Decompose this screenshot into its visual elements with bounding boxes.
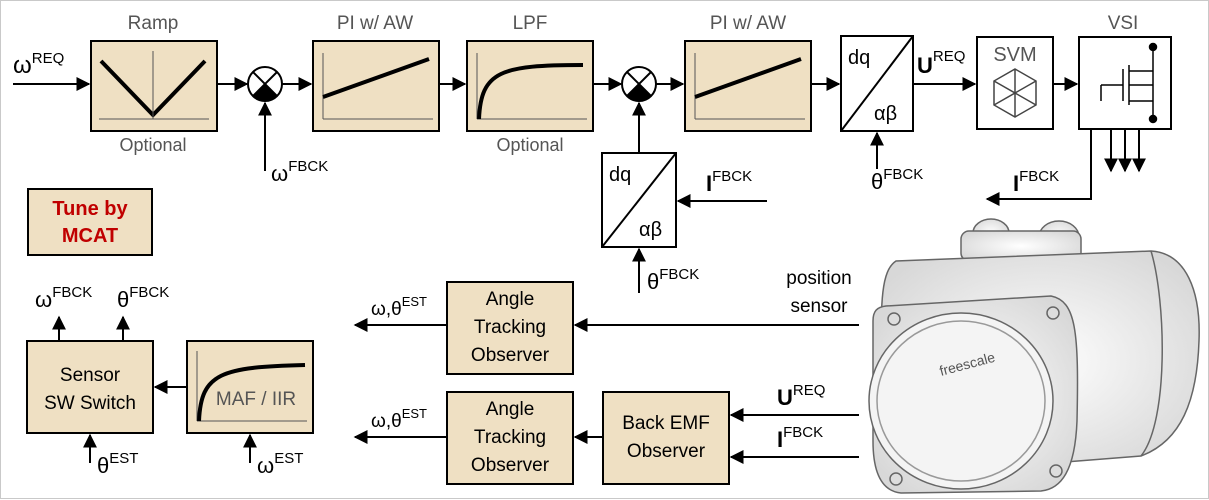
ato1-line-2: Tracking xyxy=(474,317,546,338)
ramp-block xyxy=(90,40,218,132)
maf-label: MAF / IIR xyxy=(216,389,296,410)
vsi-title: VSI xyxy=(1108,13,1139,34)
angle-tracking-observer-2 xyxy=(446,391,574,485)
park-bottom-dq: dq xyxy=(609,164,631,186)
park-bottom-ab: αβ xyxy=(639,219,662,241)
bemf-line-2: Observer xyxy=(627,441,706,462)
angle-tracking-observer-1 xyxy=(446,281,574,375)
tune-by-mcat-box xyxy=(27,188,153,256)
motor-image xyxy=(868,218,1200,494)
pi2-block xyxy=(684,40,812,132)
ato2-line-3: Observer xyxy=(471,455,550,476)
park-top-ab: αβ xyxy=(874,103,897,125)
switch-line-1: Sensor xyxy=(60,365,121,386)
i-fbck-vsi-arrow xyxy=(985,129,1092,206)
vsi-phase-outputs xyxy=(1104,129,1146,173)
back-emf-observer xyxy=(602,391,730,485)
theta-est-in-label: θEST xyxy=(97,450,138,478)
pi2-title: PI w/ AW xyxy=(710,13,786,34)
switch-line-2: SW Switch xyxy=(44,393,136,414)
pi1-title: PI w/ AW xyxy=(337,13,413,34)
theta-fbck-park-label: θFBCK xyxy=(647,266,699,294)
pi1-block xyxy=(312,40,440,132)
est-out-2-label: ω,θEST xyxy=(371,406,427,432)
tune-line-2: MCAT xyxy=(62,225,118,247)
position-sensor-line-1: position xyxy=(786,268,852,289)
ato2-line-1: Angle xyxy=(486,399,535,420)
park-diagonal xyxy=(840,35,914,132)
ramp-curve-icon xyxy=(99,51,209,120)
est-out-1-label: ω,θEST xyxy=(371,294,427,320)
bemf-line-1: Back EMF xyxy=(622,413,710,434)
theta-fbck-top-label: θFBCK xyxy=(871,166,923,194)
position-sensor-line-2: sensor xyxy=(790,296,848,317)
omega-fbck-label: ωFBCK xyxy=(271,158,328,186)
ato1-line-3: Observer xyxy=(471,345,550,366)
ramp-title: Ramp xyxy=(128,13,179,34)
pi2-curve-icon xyxy=(694,53,805,120)
ato2-line-2: Tracking xyxy=(474,427,546,448)
park2-diagonal xyxy=(601,152,677,248)
theta-fbck-out-label: θFBCK xyxy=(117,284,169,312)
park-top-dq: dq xyxy=(848,47,870,69)
maf-curve-icon xyxy=(196,351,307,422)
i-fbck-park-label: IFBCK xyxy=(706,168,752,196)
tune-line-1: Tune by xyxy=(52,198,128,220)
lpf-title: LPF xyxy=(513,13,548,34)
omega-req-label: ωREQ xyxy=(13,50,64,79)
u-req-bemf-label: UREQ xyxy=(777,382,825,410)
omega-fbck-out-label: ωFBCK xyxy=(35,284,92,312)
summing-junction-2 xyxy=(621,66,657,102)
ato1-line-1: Angle xyxy=(486,289,535,310)
i-fbck-bemf-label: IFBCK xyxy=(777,424,823,452)
summing-junction-1 xyxy=(247,66,283,102)
svm-label: SVM xyxy=(993,44,1036,66)
mosfet-icon xyxy=(1100,42,1158,124)
u-req-top-label: UREQ xyxy=(917,48,965,78)
ramp-optional-note: Optional xyxy=(119,135,186,155)
svm-hexagon-icon xyxy=(993,68,1037,118)
lpf-optional-note: Optional xyxy=(496,135,563,155)
pi1-curve-icon xyxy=(322,53,433,120)
vsi-block xyxy=(1078,36,1172,130)
i-fbck-vsi-label: IFBCK xyxy=(1013,168,1059,196)
lpf-curve-icon xyxy=(476,53,587,120)
sensor-sw-switch-block xyxy=(26,340,154,434)
omega-est-in-label: ωEST xyxy=(257,450,303,478)
